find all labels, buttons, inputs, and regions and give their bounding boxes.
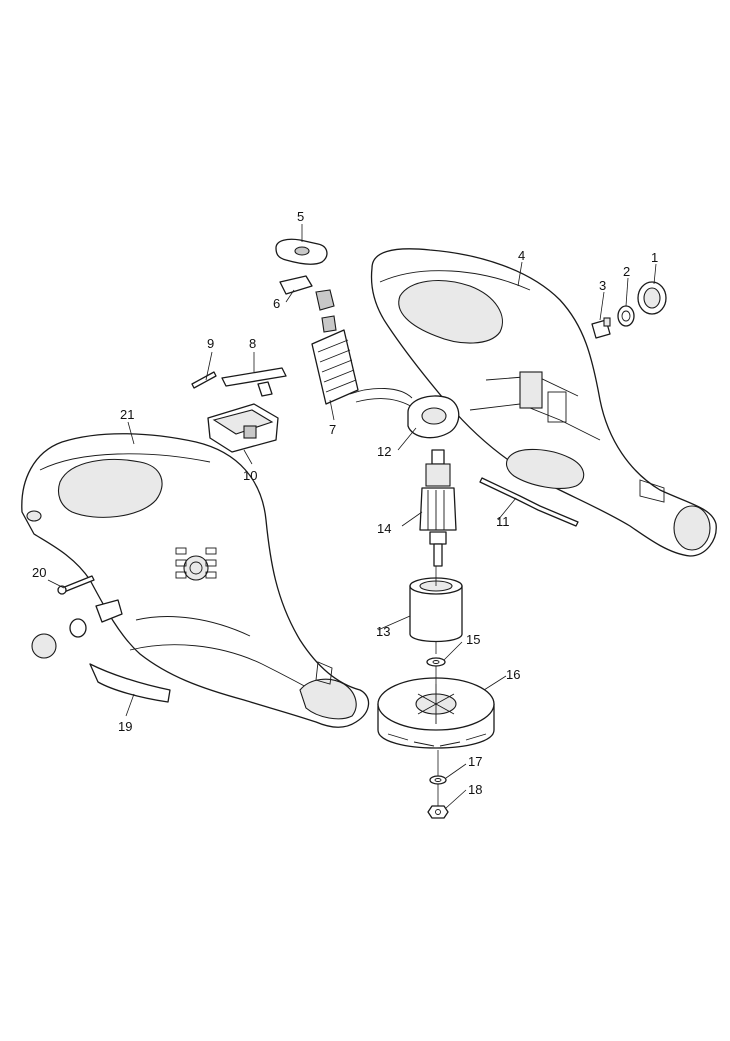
brush-holder [349,387,460,439]
label-part-20: 20 [32,565,46,580]
label-part-4: 4 [518,248,525,263]
label-part-9: 9 [207,336,214,351]
label-part-15: 15 [466,632,480,647]
label-part-12: 12 [377,444,391,459]
fan-impeller [377,677,495,749]
hex-nut [427,805,449,819]
flat-washer [426,657,446,667]
switch-lever [279,275,337,333]
label-part-7: 7 [329,422,336,437]
label-part-16: 16 [506,667,520,682]
washer-lower [429,775,447,785]
label-part-2: 2 [623,264,630,279]
lock-button [591,317,611,339]
label-part-10: 10 [243,468,257,483]
flat-spring [479,477,579,527]
label-part-19: 19 [118,719,132,734]
filter-plate [311,329,359,405]
o-ring [617,305,635,327]
cap-ring [637,281,667,315]
switch-cap [275,238,328,265]
housing-left-half [21,433,370,728]
label-part-14: 14 [377,521,391,536]
leader-lines [47,224,657,809]
label-part-13: 13 [376,624,390,639]
label-part-8: 8 [249,336,256,351]
nozzle-strip [89,663,171,703]
label-part-18: 18 [468,782,482,797]
battery-terminal [207,403,279,453]
label-part-1: 1 [651,250,658,265]
label-part-6: 6 [273,296,280,311]
part-labels: 1 2 3 4 5 6 7 8 9 10 11 12 13 14 15 16 1… [32,209,658,797]
label-part-17: 17 [468,754,482,769]
label-part-3: 3 [599,278,606,293]
plate-bracket [221,367,287,397]
armature [419,449,457,567]
screw-set [31,575,123,659]
field-core [409,577,463,643]
label-part-21: 21 [120,407,134,422]
spring-pin [191,371,217,389]
label-part-11: 11 [496,514,510,529]
label-part-5: 5 [297,209,304,224]
